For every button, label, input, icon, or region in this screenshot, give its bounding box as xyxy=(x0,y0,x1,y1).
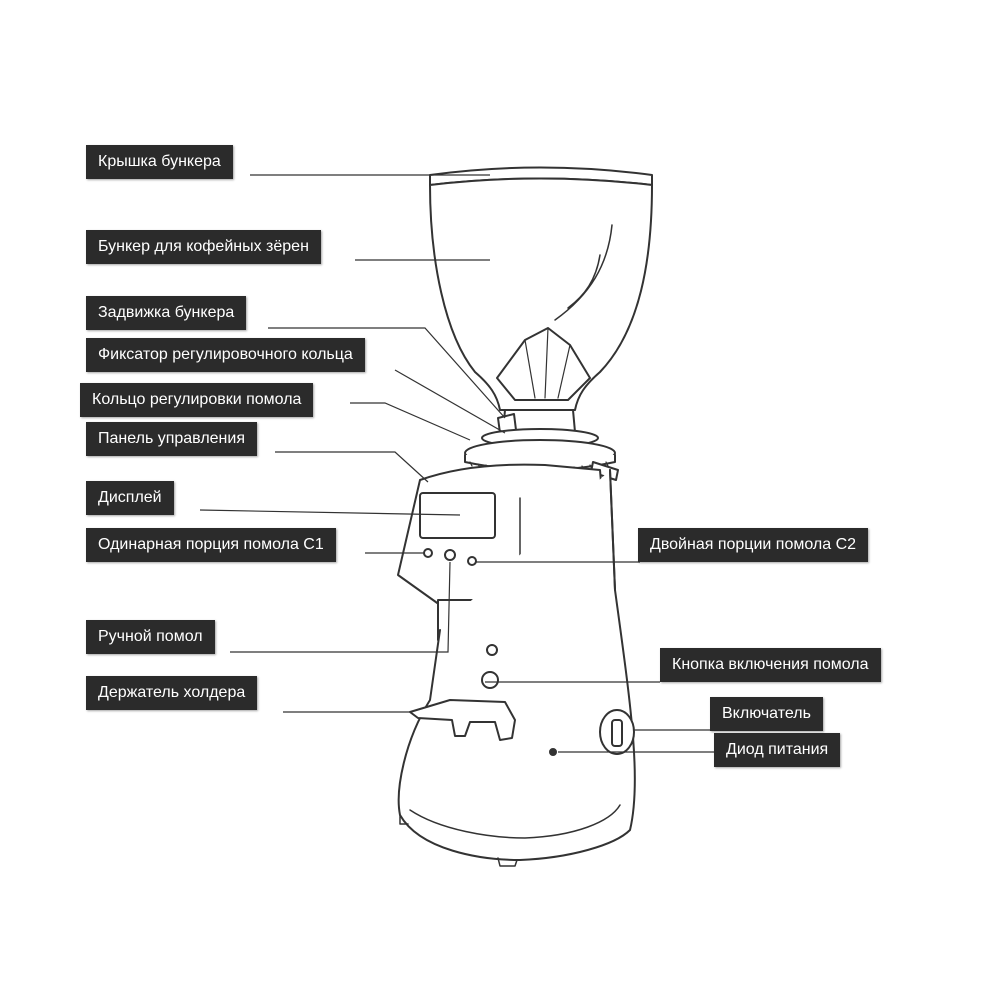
grind-button-shape xyxy=(481,671,499,689)
holder-fork-shape xyxy=(409,699,516,741)
label-ring-lock: Фиксатор регулировочного кольца xyxy=(86,338,365,372)
label-bean-hopper: Бункер для кофейных зёрен xyxy=(86,230,321,264)
label-hopper-lid: Крышка бункера xyxy=(86,145,233,179)
label-single-dose: Одинарная порция помола С1 xyxy=(86,528,336,562)
label-display: Дисплей xyxy=(86,481,174,515)
label-holder-fork: Держатель холдера xyxy=(86,676,258,710)
label-hopper-gate: Задвижка бункера xyxy=(86,296,247,330)
grinder-illustration xyxy=(397,166,653,867)
label-grind-button: Кнопка включения помола xyxy=(660,648,881,682)
label-double-dose: Двойная порции помола С2 xyxy=(638,528,869,562)
leader-lines xyxy=(199,174,715,753)
label-manual-grind: Ручной помол xyxy=(86,620,215,654)
label-power-led: Диод питания xyxy=(714,733,841,767)
burr-cone-shape xyxy=(496,327,591,401)
label-grind-ring: Кольцо регулировки помола xyxy=(80,383,314,417)
bean-hopper-shape xyxy=(429,177,653,411)
label-power-switch: Включатель xyxy=(710,697,823,731)
manual-grind-button-shape xyxy=(444,549,456,561)
double-dose-button-shape xyxy=(467,556,477,566)
label-control-panel: Панель управления xyxy=(86,422,257,456)
power-led-shape xyxy=(549,748,557,756)
hopper-reflection xyxy=(554,224,613,321)
